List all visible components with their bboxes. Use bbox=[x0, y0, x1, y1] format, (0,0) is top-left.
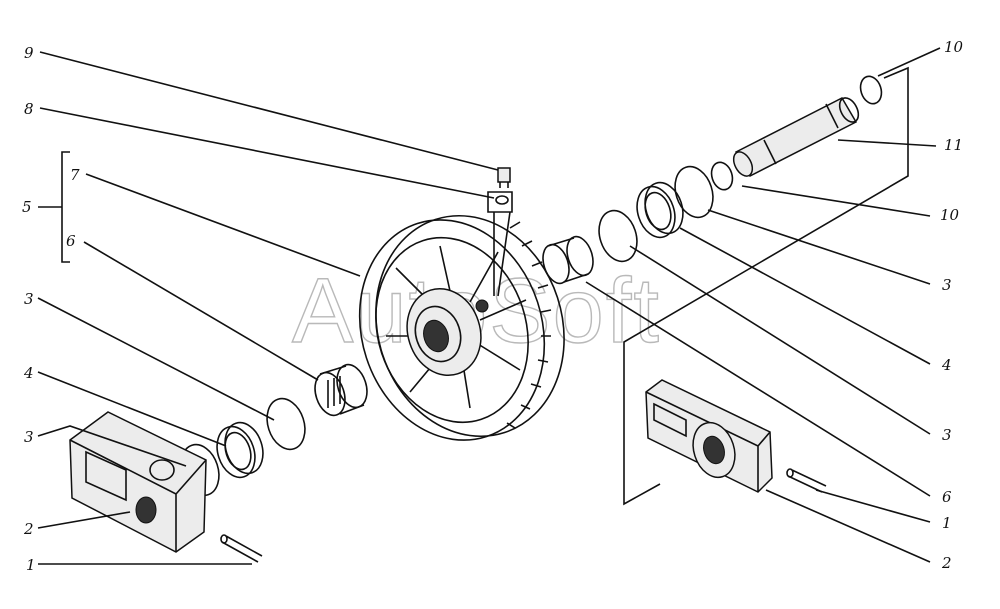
callout-10-mid: 10 bbox=[940, 206, 960, 224]
assembly-frame-right bbox=[623, 66, 909, 506]
callout-7: 7 bbox=[70, 166, 80, 184]
bearing-cup-right bbox=[636, 181, 684, 239]
bracket-left bbox=[69, 411, 207, 553]
bracket-right bbox=[645, 379, 773, 493]
bolt bbox=[497, 167, 511, 188]
callout-2-right: 2 bbox=[941, 554, 952, 572]
seal-ring-left-upper bbox=[266, 397, 306, 451]
seal-ring-right-lower bbox=[598, 209, 638, 263]
callout-10-top: 10 bbox=[944, 38, 964, 56]
callout-9: 9 bbox=[24, 44, 34, 62]
callout-5: 5 bbox=[22, 198, 32, 216]
washer bbox=[495, 195, 509, 205]
idler-wheel bbox=[358, 214, 565, 441]
bushing-right bbox=[542, 235, 594, 285]
leader-lines bbox=[37, 47, 941, 565]
callout-4-right: 4 bbox=[941, 356, 952, 374]
bushing-left bbox=[314, 363, 368, 417]
retaining-ring-mid bbox=[710, 161, 734, 191]
callout-11: 11 bbox=[944, 136, 963, 154]
callout-1-right: 1 bbox=[942, 514, 952, 532]
callout-6-right: 6 bbox=[942, 488, 952, 506]
callout-6-left: 6 bbox=[66, 232, 76, 250]
callout-3-left-lower: 3 bbox=[24, 428, 34, 446]
callout-3-right-lower: 3 bbox=[942, 426, 952, 444]
seal-ring-right-upper bbox=[674, 165, 714, 219]
callout-8: 8 bbox=[24, 100, 34, 118]
callout-3-right-upper: 3 bbox=[942, 276, 952, 294]
callout-4-left: 4 bbox=[23, 364, 34, 382]
callout-2-left: 2 bbox=[23, 520, 34, 538]
pin-left bbox=[220, 534, 263, 563]
bearing-cup-left bbox=[216, 421, 264, 479]
group-brace-5 bbox=[38, 151, 70, 263]
callout-labels: 9 8 7 6 5 3 4 3 2 1 10 11 10 3 4 3 6 1 2 bbox=[22, 38, 964, 574]
retaining-ring-top bbox=[859, 75, 883, 105]
callout-1-left: 1 bbox=[26, 556, 36, 574]
bolt-guide-lines bbox=[487, 191, 513, 297]
pin-right bbox=[786, 468, 827, 493]
callout-3-left-upper: 3 bbox=[24, 290, 34, 308]
axle bbox=[732, 97, 860, 177]
